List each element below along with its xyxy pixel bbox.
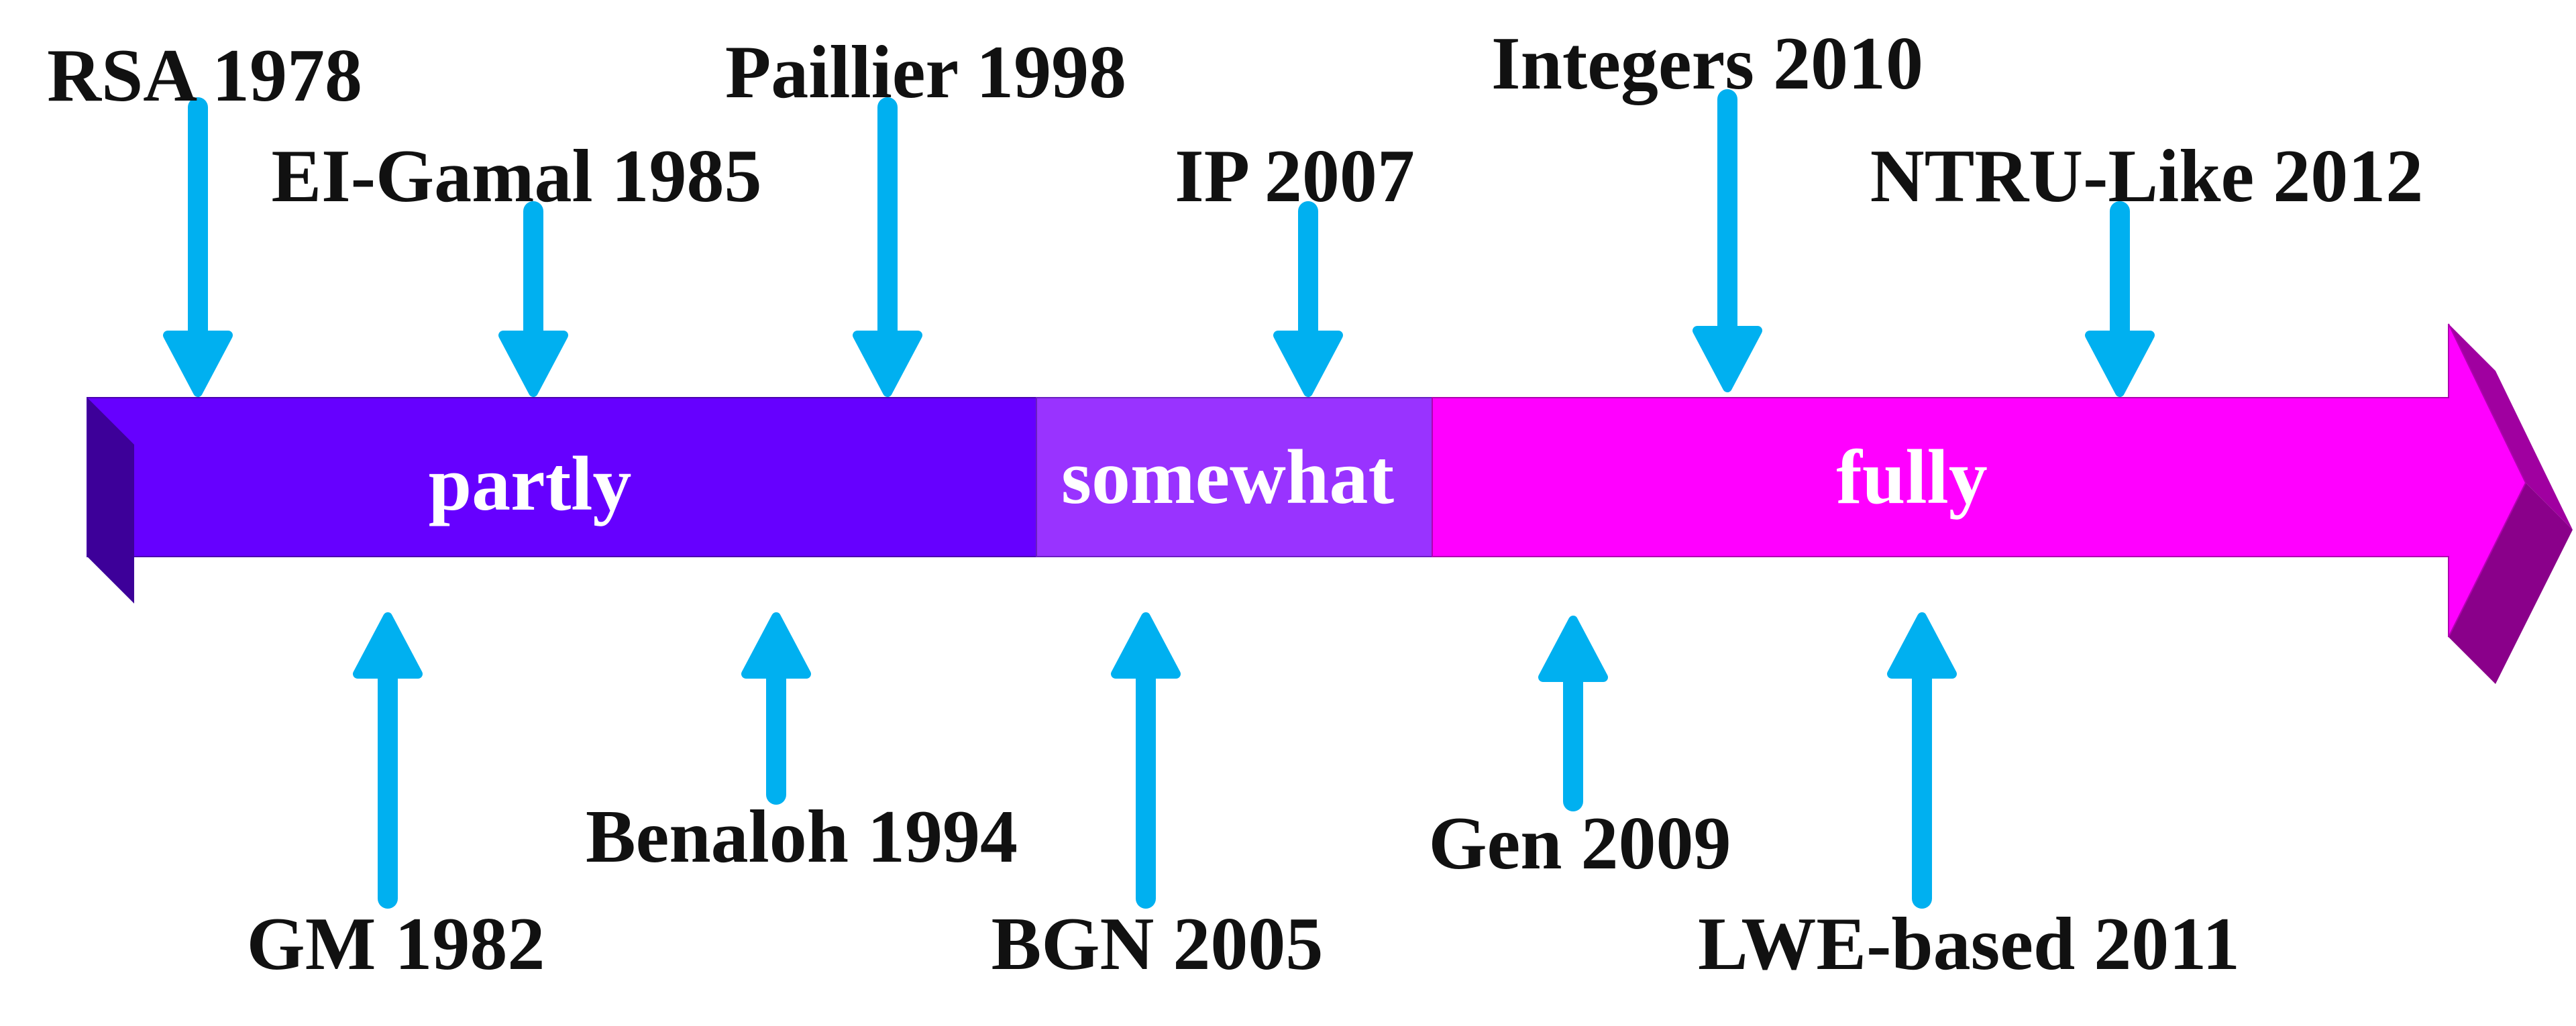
arrow-down-ip-2007 xyxy=(1273,201,1343,397)
timeline-arrowhead-side-face xyxy=(2449,324,2573,530)
event-label-gen-2009: Gen 2009 xyxy=(1428,802,1731,885)
arrow-down-ei-gamal-1985 xyxy=(498,201,568,397)
arrow-up-bgn-2005 xyxy=(1111,612,1181,909)
event-label-ei-gamal-1985: EI-Gamal 1985 xyxy=(271,135,761,218)
segment-label-partly: partly xyxy=(429,441,632,527)
somewhat-segment xyxy=(1036,397,1433,557)
event-label-lwe-based-2011: LWE-based 2011 xyxy=(1698,903,2240,986)
event-label-rsa-1978: RSA 1978 xyxy=(47,34,362,117)
arrow-up-benaloh-1994 xyxy=(741,612,811,805)
timeline-arrowhead-lower-face xyxy=(2449,483,2573,684)
event-label-ntru-like-2012: NTRU-Like 2012 xyxy=(1870,135,2423,218)
event-label-gm-1982: GM 1982 xyxy=(247,903,545,986)
arrow-down-integers-2010 xyxy=(1693,89,1762,392)
partly-segment-top-left-bevel xyxy=(87,398,134,604)
arrow-up-gen-2009 xyxy=(1538,616,1608,811)
event-label-benaloh-1994: Benaloh 1994 xyxy=(586,795,1018,878)
arrow-up-gm-1982 xyxy=(353,612,423,909)
event-label-integers-2010: Integers 2010 xyxy=(1491,22,1923,105)
segment-label-somewhat: somewhat xyxy=(1061,435,1395,520)
segment-label-fully: fully xyxy=(1836,435,1988,520)
arrow-down-rsa-1978 xyxy=(163,97,233,397)
event-label-paillier-1998: Paillier 1998 xyxy=(725,31,1126,114)
arrow-down-ntru-like-2012 xyxy=(2085,201,2155,397)
arrow-up-lwe-based-2011 xyxy=(1887,612,1957,909)
arrow-down-paillier-1998 xyxy=(853,97,922,397)
fully-segment-arrow xyxy=(1432,323,2527,638)
event-label-ip-2007: IP 2007 xyxy=(1175,135,1415,218)
event-label-bgn-2005: BGN 2005 xyxy=(991,903,1324,986)
partly-segment xyxy=(87,397,1037,557)
